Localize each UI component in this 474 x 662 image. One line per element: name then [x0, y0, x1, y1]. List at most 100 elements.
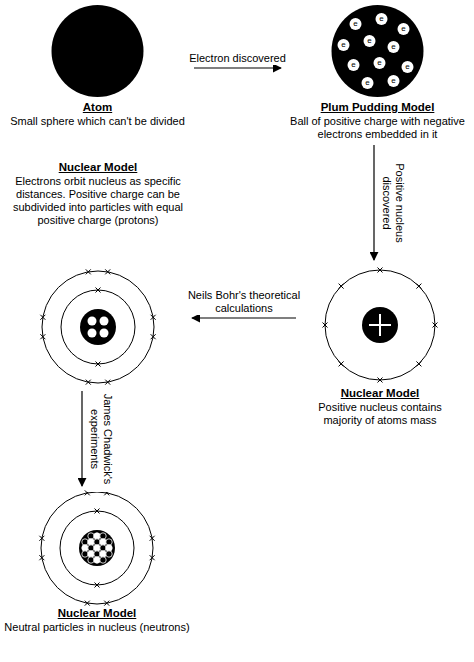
- model-description: Electrons orbit nucleus as specific dist…: [8, 175, 188, 227]
- electron-dot: [374, 57, 386, 69]
- model-node: Nuclear ModelPositive nucleus contains m…: [300, 264, 460, 427]
- electron-cross: [86, 269, 91, 274]
- electron-cross: [85, 601, 90, 606]
- electron-cross: [378, 378, 383, 383]
- model-node: AtomSmall sphere which can't be divided: [5, 2, 190, 128]
- proton: [94, 533, 100, 539]
- electron-label: e: [377, 14, 387, 24]
- proton: [100, 329, 109, 338]
- electron-cross: [416, 284, 421, 289]
- model-heading: Nuclear Model: [8, 160, 188, 175]
- proton: [100, 317, 109, 326]
- electron-cross: [96, 288, 101, 293]
- proton: [106, 545, 112, 551]
- model-heading: Plum Pudding Model: [285, 100, 470, 115]
- electron-label: e: [351, 19, 361, 29]
- orbit: [325, 270, 435, 380]
- model-illustration: [300, 264, 460, 386]
- electron-dot: [362, 77, 374, 89]
- atom-sphere: [52, 5, 144, 97]
- neutron-figure: [39, 490, 154, 605]
- electron-cross: [39, 536, 44, 541]
- model-description: Ball of positive charge with negative el…: [285, 115, 470, 141]
- electron-cross: [323, 323, 328, 328]
- model-illustration: [2, 490, 192, 606]
- orbit: [60, 511, 134, 585]
- proton: [94, 557, 100, 563]
- electron-label: e: [349, 60, 359, 70]
- electron-cross: [40, 315, 45, 320]
- arrow-connector: [192, 317, 296, 318]
- model-heading: Atom: [5, 100, 190, 115]
- nucleus: [362, 307, 398, 343]
- edge-label: James Chadwick's experiments: [88, 386, 114, 492]
- orbit: [61, 290, 135, 364]
- neutron: [100, 545, 106, 551]
- electron-label: e: [403, 62, 413, 72]
- plum-figure: [332, 5, 424, 97]
- electron-cross: [150, 536, 155, 541]
- electron-cross: [105, 269, 110, 274]
- nucleus-figure: [323, 268, 438, 383]
- electron-cross: [151, 315, 156, 320]
- electron-label: e: [339, 40, 349, 50]
- neutron: [100, 557, 106, 563]
- proton: [88, 317, 97, 326]
- electron-cross: [416, 361, 421, 366]
- nucleus: [80, 309, 116, 345]
- neutron: [82, 539, 88, 545]
- atom-figure: [52, 5, 144, 97]
- neutron: [94, 551, 100, 557]
- electron-cross: [339, 284, 344, 289]
- arrow-connector: [81, 391, 82, 486]
- model-node: Nuclear ModelElectrons orbit nucleus as …: [8, 160, 188, 387]
- electron-cross: [96, 362, 101, 367]
- proton: [100, 539, 106, 545]
- electron-label: e: [365, 36, 375, 46]
- electron-cross: [151, 334, 156, 339]
- electron-cross: [104, 601, 109, 606]
- electron-cross: [39, 555, 44, 560]
- proton: [100, 551, 106, 557]
- model-description: Small sphere which can't be divided: [5, 115, 190, 128]
- neutron: [106, 539, 112, 545]
- orbit: [41, 492, 153, 604]
- electron-dot: [348, 59, 360, 71]
- edge-label: Electron discovered: [178, 52, 298, 65]
- orbit: [42, 271, 154, 383]
- proton: [82, 545, 88, 551]
- arrow-connector: [373, 145, 374, 260]
- nucleus: [79, 530, 115, 566]
- electron-cross: [433, 323, 438, 328]
- electron-dot: [338, 39, 350, 51]
- bohr-figure: [40, 269, 155, 384]
- electron-dot: [376, 13, 388, 25]
- electron-dot: [364, 35, 376, 47]
- proton: [88, 539, 94, 545]
- model-heading: Nuclear Model: [2, 606, 192, 621]
- electron-dot: [398, 23, 410, 35]
- electron-label: e: [363, 78, 373, 88]
- electron-cross: [339, 361, 344, 366]
- electron-cross: [86, 380, 91, 385]
- model-description: Neutral particles in nucleus (neutrons): [2, 621, 192, 634]
- proton: [94, 545, 100, 551]
- model-description: Positive nucleus contains majority of at…: [300, 401, 460, 427]
- neutron: [82, 551, 88, 557]
- positive-ball: [332, 5, 424, 97]
- neutron: [94, 539, 100, 545]
- model-node: Plum Pudding ModelBall of positive charg…: [285, 2, 470, 141]
- electron-cross: [105, 380, 110, 385]
- neutron: [88, 557, 94, 563]
- electron-cross: [95, 583, 100, 588]
- electron-label: e: [399, 24, 409, 34]
- electron-dot: [350, 18, 362, 30]
- electron-dot: [388, 75, 400, 87]
- model-heading: Nuclear Model: [300, 386, 460, 401]
- edge-label: Neils Bohr's theoretical calculations: [179, 289, 309, 315]
- electron-dot: [388, 41, 400, 53]
- electron-dot: [402, 61, 414, 73]
- electron-cross: [95, 509, 100, 514]
- electron-cross: [150, 555, 155, 560]
